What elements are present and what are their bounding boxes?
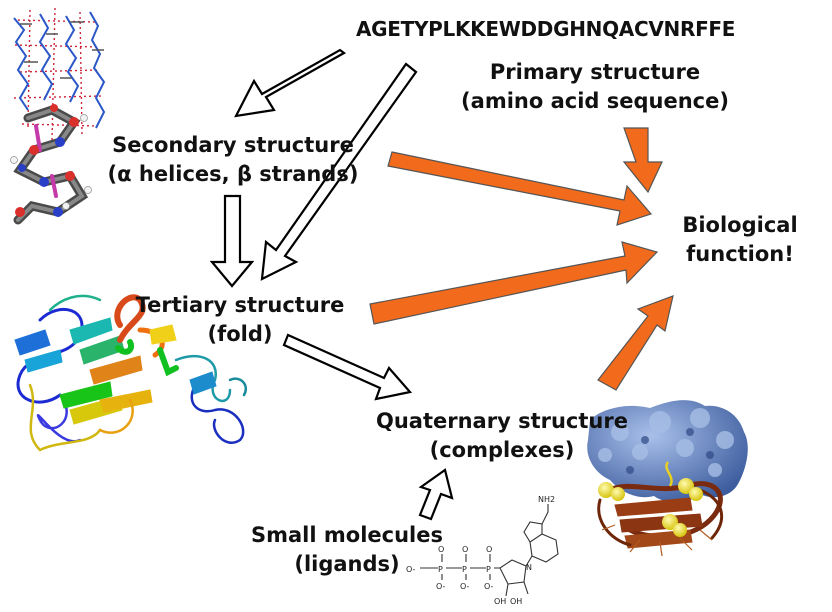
atp-label-o-minus: O- xyxy=(406,565,416,574)
secondary-structure-title: Secondary structure xyxy=(112,133,354,157)
primary-structure-subtitle: (amino acid sequence) xyxy=(461,89,729,113)
small-molecules-label: Small molecules (ligands) xyxy=(232,521,462,579)
atp-label-o-minus-2: O- xyxy=(436,582,446,591)
quaternary-structure-label: Quaternary structure (complexes) xyxy=(352,407,652,465)
biological-function-title: Biological xyxy=(682,213,798,237)
biological-function-subtitle: function! xyxy=(686,242,794,266)
orange-arrows xyxy=(369,127,674,391)
atp-structure xyxy=(420,504,559,597)
atp-label-nh2: NH2 xyxy=(538,495,555,504)
atp-labels: O- P P P O O O O- O- O- NH2 N OH OH xyxy=(406,495,555,606)
atp-label-o-minus-3: O- xyxy=(460,582,470,591)
atp-label-o2: O xyxy=(462,545,468,554)
atp-label-o-minus-4: O- xyxy=(484,582,494,591)
quaternary-structure-subtitle: (complexes) xyxy=(429,438,575,462)
arrow-tertiary-to-function xyxy=(369,241,659,325)
arrow-tertiary-to-quaternary xyxy=(282,333,413,401)
sequence-text: AGETYPLKKEWDDGHNQACVNRFFE xyxy=(356,17,736,41)
arrow-quaternary-to-function xyxy=(597,295,674,391)
tertiary-structure-label: Tertiary structure (fold) xyxy=(105,291,375,349)
secondary-structure-image xyxy=(10,7,106,225)
outline-arrows xyxy=(209,48,454,521)
tertiary-structure-image xyxy=(14,294,247,452)
arrow-small-to-quaternary xyxy=(418,468,454,521)
atp-label-n: N xyxy=(526,563,532,572)
quaternary-structure-title: Quaternary structure xyxy=(376,409,628,433)
secondary-structure-label: Secondary structure (α helices, β strand… xyxy=(88,131,378,189)
arrow-secondary-to-function xyxy=(387,151,653,226)
atp-label-oh1: OH xyxy=(494,597,506,606)
primary-structure-title: Primary structure xyxy=(489,60,701,84)
primary-structure-label: Primary structure (amino acid sequence) xyxy=(430,58,760,116)
atp-label-o3: O xyxy=(486,545,492,554)
arrow-sequence-to-secondary xyxy=(234,48,347,118)
biological-function-label: Biological function! xyxy=(655,211,825,269)
quaternary-structure-image xyxy=(587,400,748,557)
arrow-sequence-to-tertiary xyxy=(260,62,418,281)
atp-label-p2: P xyxy=(462,565,467,574)
secondary-structure-subtitle: (α helices, β strands) xyxy=(107,162,359,186)
small-molecules-subtitle: (ligands) xyxy=(294,552,400,576)
arrow-secondary-to-tertiary xyxy=(209,194,255,288)
atp-label-p1: P xyxy=(438,565,443,574)
atp-label-oh2: OH xyxy=(510,597,522,606)
tertiary-structure-subtitle: (fold) xyxy=(207,322,273,346)
tertiary-structure-title: Tertiary structure xyxy=(135,293,345,317)
atp-label-o1: O xyxy=(438,545,444,554)
small-molecules-title: Small molecules xyxy=(251,523,443,547)
arrow-primary-to-function xyxy=(622,127,663,194)
atp-label-p3: P xyxy=(486,565,491,574)
